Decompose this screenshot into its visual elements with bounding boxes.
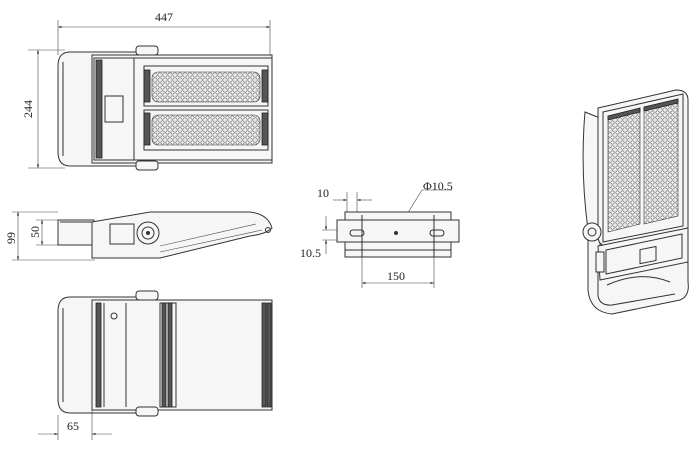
dim-10: 10 — [317, 186, 329, 200]
dim-10-5: 10.5 — [300, 246, 321, 260]
side-view: 99 50 — [4, 211, 273, 261]
dim-244: 244 — [21, 100, 35, 118]
dim-99: 99 — [4, 232, 18, 244]
dim-150: 150 — [387, 269, 405, 283]
top-view: 447 244 — [21, 10, 273, 171]
dim-50: 50 — [28, 226, 42, 238]
bracket-detail: 10 Φ10.5 10.5 150 — [300, 179, 460, 288]
dim-447: 447 — [155, 10, 173, 24]
isometric-view — [582, 89, 689, 315]
rear-view: 65 — [38, 290, 273, 440]
dim-hole-diameter: Φ10.5 — [423, 179, 453, 193]
dim-65: 65 — [67, 419, 79, 433]
